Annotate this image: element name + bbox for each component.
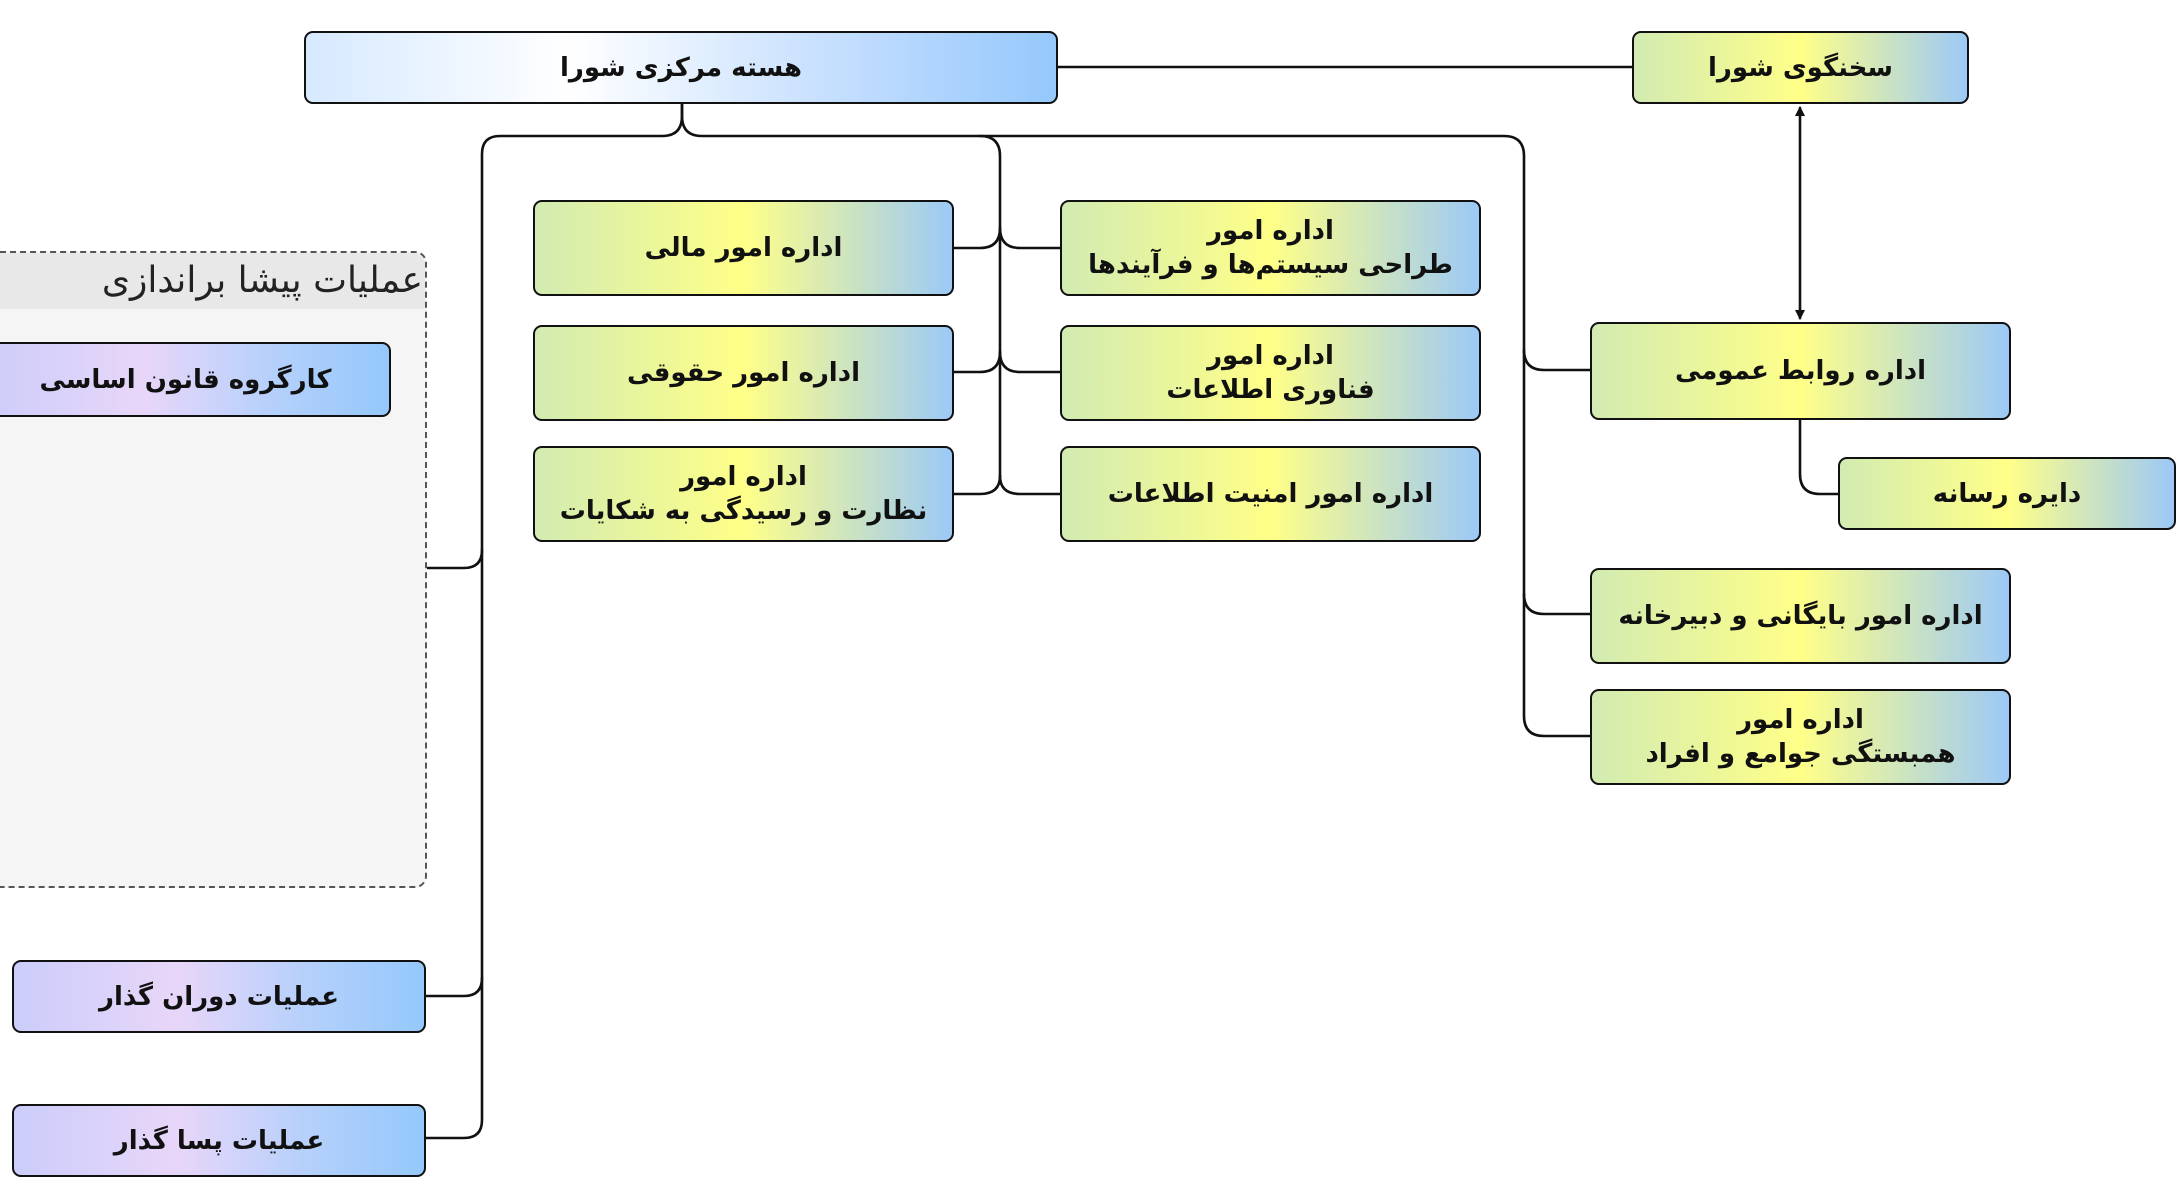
solidarity-dept-node[interactable]: اداره امور همبستگی جوامع و افراد [1590, 689, 2011, 785]
core-bus-right [680, 102, 1592, 372]
bus-left-trunk-end [424, 976, 484, 1140]
link-infosec [998, 474, 1062, 496]
link-it [998, 350, 1062, 374]
media-unit-node[interactable]: دایره رسانه [1838, 457, 2176, 530]
spokesperson-node-label: سخنگوی شورا [1708, 52, 1893, 83]
infosec-dept-node[interactable]: اداره امور امنیت اطلاعات [1060, 446, 1481, 542]
link-supervision [952, 474, 1002, 496]
public-relations-dept-label: اداره روابط عمومی [1674, 356, 1927, 386]
supervision-dept-node[interactable]: اداره امور نظارت و رسیدگی به شکایات [533, 446, 954, 542]
it-dept-label-line2: فناوری اطلاعات [1166, 375, 1375, 405]
supervision-dept-label-line1: اداره امور [680, 462, 807, 492]
it-dept-node[interactable]: اداره امور فناوری اطلاعات [1060, 325, 1481, 421]
post-transition-ops-label: عملیات پسا گذار [113, 1125, 325, 1156]
finance-dept-node[interactable]: اداره امور مالی [533, 200, 954, 296]
link-systems [998, 226, 1062, 250]
solidarity-dept-label-line1: اداره امور [1737, 705, 1864, 735]
core-node-label: هسته مرکزی شورا [559, 52, 803, 83]
archive-dept-label: اداره امور بایگانی و دبیرخانه [1618, 601, 1983, 631]
systems-design-dept-node[interactable]: اداره امور طراحی سیستم‌ها و فرآیندها [1060, 200, 1481, 296]
systems-design-dept-label-line1: اداره امور [1207, 216, 1334, 246]
core-node[interactable]: هسته مرکزی شورا [304, 31, 1058, 104]
legal-dept-label: اداره امور حقوقی [627, 358, 860, 388]
constitution-working-group-node[interactable]: کارگروه قانون اساسی [0, 342, 391, 417]
link-archive [1522, 348, 1592, 616]
systems-design-dept-label-line2: طراحی سیستم‌ها و فرآیندها [1088, 250, 1453, 280]
media-unit-label: دایره رسانه [1932, 478, 2082, 509]
infosec-dept-label: اداره امور امنیت اطلاعات [1107, 479, 1434, 509]
spokesperson-node[interactable]: سخنگوی شورا [1632, 31, 1969, 104]
supervision-dept-label-line2: نظارت و رسیدگی به شکایات [559, 496, 928, 526]
legal-dept-node[interactable]: اداره امور حقوقی [533, 325, 954, 421]
finance-dept-label: اداره امور مالی [644, 233, 843, 263]
solidarity-dept-label-line2: همبستگی جوامع و افراد [1645, 739, 1956, 769]
it-dept-label-line1: اداره امور [1207, 341, 1334, 371]
transition-ops-node[interactable]: عملیات دوران گذار [12, 960, 426, 1033]
core-bus-left [424, 102, 684, 570]
constitution-working-group-label: کارگروه قانون اساسی [39, 364, 332, 395]
transition-ops-label: عملیات دوران گذار [99, 981, 340, 1012]
link-solidarity [1522, 592, 1592, 738]
pre-launch-group-header [0, 253, 425, 309]
link-legal [952, 350, 1002, 374]
center-trunk [978, 134, 1002, 478]
bus-left-trunk [424, 548, 484, 998]
link-media [1798, 418, 1840, 496]
archive-dept-node[interactable]: اداره امور بایگانی و دبیرخانه [1590, 568, 2011, 664]
link-finance [952, 226, 1002, 250]
pre-launch-group-title: عملیات پیشا براندازی [101, 260, 423, 301]
post-transition-ops-node[interactable]: عملیات پسا گذار [12, 1104, 426, 1177]
public-relations-dept-node[interactable]: اداره روابط عمومی [1590, 322, 2011, 420]
